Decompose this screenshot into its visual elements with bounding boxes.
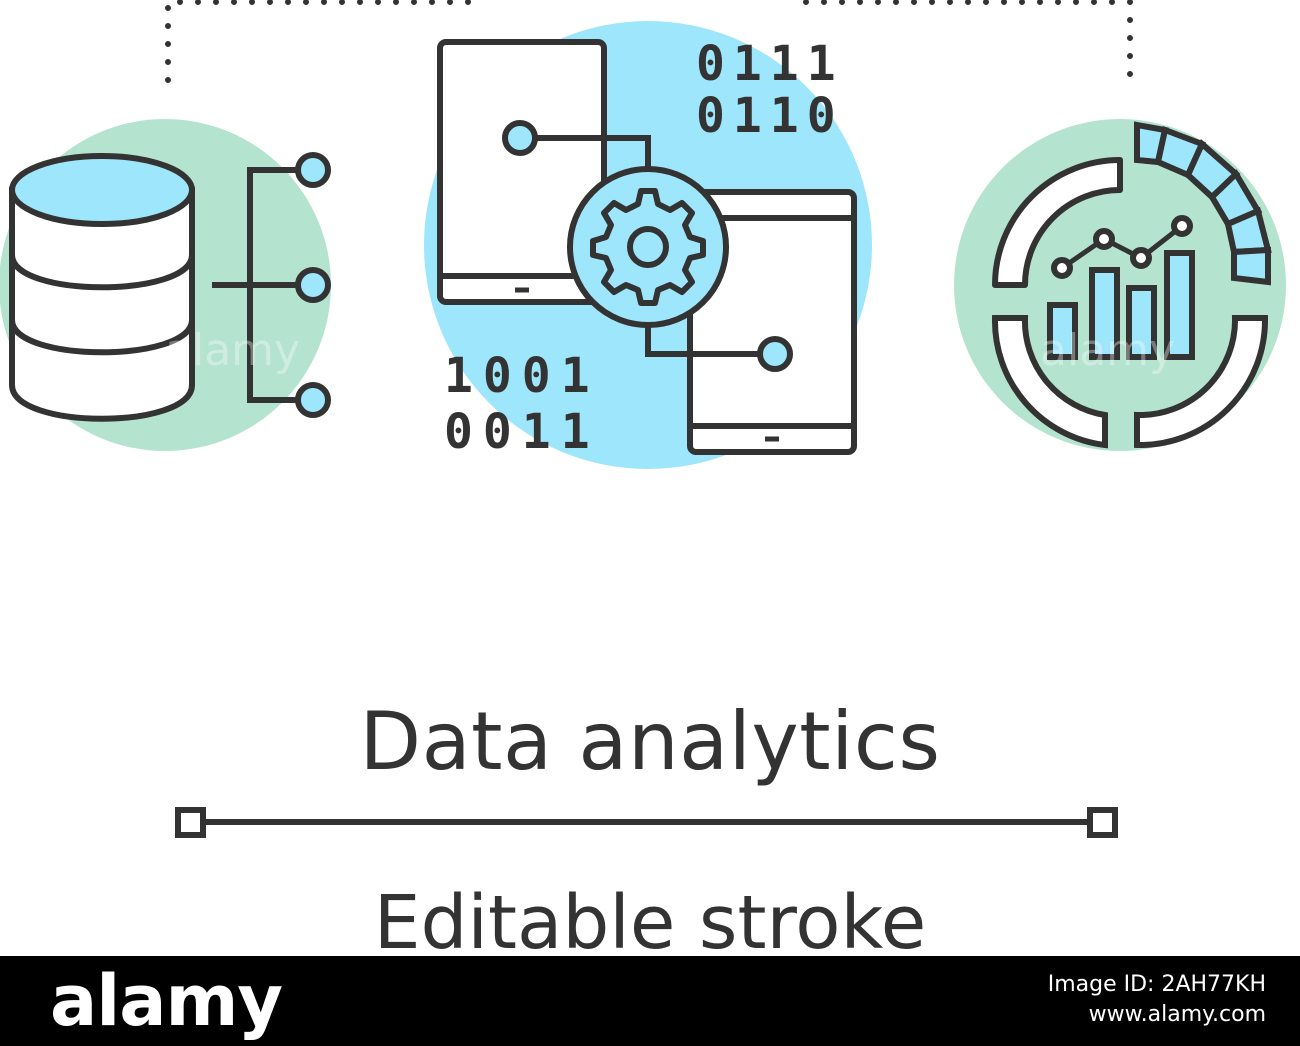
network-branch-icon [212,152,331,418]
database-icon [9,153,195,422]
concept-illustration: 0111 0110 1001 0011 alamy alamy [0,0,1286,838]
image-id: Image ID: 2AH77KH [1047,972,1266,997]
binary-line: 1001 [444,348,600,404]
page-subtitle: Editable stroke [373,880,927,966]
binary-code-icon: 1001 0011 [444,348,600,460]
circuit-node [502,120,538,156]
tablet-icon [687,189,857,455]
gear-icon [590,188,706,306]
binary-line: 0111 [696,36,844,92]
watermark: alamy [165,325,300,376]
page-title: Data analytics [359,695,941,788]
divider-line [175,807,1118,838]
analytics-chart-icon [991,121,1272,449]
brand-logo: alamy [50,960,283,1042]
footer-bar [0,956,1300,1046]
dotted-connector-left [165,0,473,83]
image-id-block: Image ID: 2AH77KH www.alamy.com [1048,970,1266,1030]
binary-line: 0011 [444,404,600,460]
tablet-icon [437,39,607,305]
binary-line: 0110 [696,88,844,144]
circuit-node [757,336,793,372]
watermark: alamy [1040,325,1175,376]
binary-code-icon: 0111 0110 [696,36,844,144]
site-link[interactable]: www.alamy.com [1088,1002,1266,1027]
dotted-connector-right [803,0,1133,83]
